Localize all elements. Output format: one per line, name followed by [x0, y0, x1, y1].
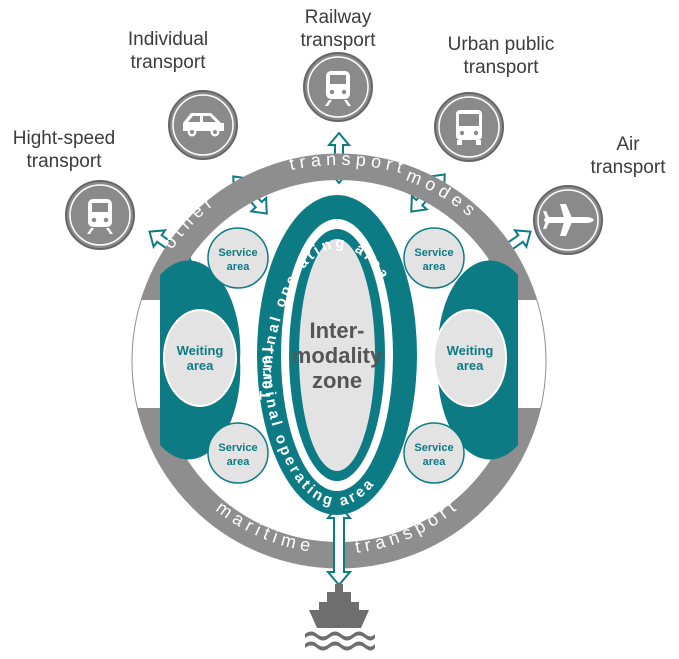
service-label-line: Service — [414, 442, 453, 454]
label-air-transport: Air transport — [578, 133, 678, 179]
icon-railway — [303, 52, 373, 122]
service-area-top-right: Service area — [403, 227, 465, 289]
service-label-line: area — [227, 261, 251, 273]
waiting-area-left: Weiting area — [160, 260, 241, 460]
label-line: transport — [300, 30, 376, 51]
label-line: transport — [590, 157, 666, 178]
label-line: Individual — [127, 29, 209, 50]
core-label-line: zone — [312, 368, 362, 393]
label-high-speed-transport: Hight-speed transport — [4, 127, 124, 173]
service-label-line: Service — [218, 247, 257, 259]
icon-urban — [434, 92, 504, 162]
label-line: transport — [463, 57, 539, 78]
core-label-line: Inter- — [310, 318, 365, 343]
service-label-line: Service — [414, 247, 453, 259]
train-icon — [325, 71, 351, 106]
service-label-line: area — [423, 456, 447, 468]
service-area-bottom-left: Service area — [207, 422, 269, 484]
service-area-bottom-right: Service area — [403, 422, 465, 484]
terminal-operating-area: Terminal operating area Terminal operati… — [257, 195, 417, 515]
label-individual-transport: Individual transport — [108, 28, 228, 74]
waiting-area-right: Weiting area — [433, 260, 518, 460]
label-urban-public-transport: Urban public transport — [436, 33, 566, 79]
intermodality-zone: Inter- modality zone — [292, 318, 383, 393]
waiting-label-line: Weiting — [177, 343, 224, 358]
label-line: transport — [130, 52, 206, 73]
car-icon — [183, 113, 224, 137]
service-label-line: Service — [218, 442, 257, 454]
label-line: Railway — [304, 7, 372, 28]
service-area-top-left: Service area — [207, 227, 269, 289]
icon-air — [533, 185, 603, 255]
service-label-line: area — [227, 456, 251, 468]
icon-high-speed — [65, 180, 135, 250]
label-line: Air — [616, 134, 640, 155]
label-line: transport — [26, 151, 102, 172]
bus-icon — [456, 110, 482, 145]
core-label-line: modality — [292, 343, 383, 368]
ship-icon — [305, 584, 375, 651]
airplane-icon — [543, 204, 594, 236]
waiting-label-line: area — [187, 358, 215, 373]
label-railway-transport: Railway transport — [278, 6, 398, 52]
label-line: Urban public — [447, 34, 555, 55]
service-areas: Service area Service area Service area S… — [207, 227, 465, 484]
waiting-label-line: area — [457, 358, 485, 373]
label-line: Hight-speed — [12, 128, 116, 149]
icon-individual — [168, 90, 238, 160]
service-label-line: area — [423, 261, 447, 273]
waiting-label-line: Weiting — [447, 343, 494, 358]
train-icon — [87, 199, 113, 234]
